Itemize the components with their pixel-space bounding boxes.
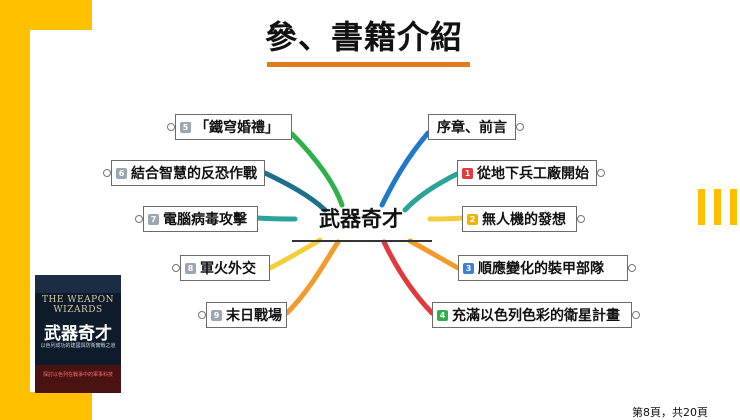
- branch-4: [381, 239, 435, 316]
- topic-node-preface: 序章、前言: [428, 114, 516, 140]
- collapse-dot[interactable]: [167, 123, 175, 131]
- collapse-dot[interactable]: [172, 264, 180, 272]
- collapse-dot[interactable]: [516, 123, 524, 131]
- badge-icon: 9: [211, 309, 222, 321]
- collapse-dot[interactable]: [103, 169, 111, 177]
- badge-icon: 5: [180, 121, 191, 133]
- topic-label: 「鐵穹婚禮」: [195, 120, 279, 136]
- branch-6: [262, 170, 328, 213]
- badge-icon: 1: [462, 167, 473, 179]
- collapse-dot[interactable]: [597, 169, 605, 177]
- right-accent-stripe: [698, 189, 705, 225]
- branch-8: [267, 237, 323, 271]
- topic-node-7: 7 電腦病毒攻擊: [143, 206, 258, 232]
- slide-title: 參、書籍介紹: [264, 18, 463, 56]
- topic-label: 結合智慧的反恐作戰: [131, 166, 257, 182]
- collapse-dot[interactable]: [198, 311, 206, 319]
- topic-node-4: 4 充滿以色列色彩的衛星計畫: [432, 302, 632, 328]
- topic-node-2: 2 無人機的發想: [462, 206, 577, 232]
- badge-icon: 6: [116, 167, 127, 179]
- topic-label: 軍火外交: [200, 261, 256, 277]
- topic-label: 充滿以色列色彩的衛星計畫: [452, 308, 620, 324]
- badge-icon: 7: [148, 213, 159, 225]
- collapse-dot[interactable]: [632, 311, 640, 319]
- badge-icon: 2: [467, 213, 478, 225]
- branch-1: [402, 171, 460, 213]
- topic-node-5: 5 「鐵穹婚禮」: [175, 114, 292, 140]
- branch-5: [289, 131, 345, 208]
- topic-node-9: 9 末日戰場: [206, 302, 287, 328]
- branch-2: [427, 215, 465, 222]
- book-red-text: 探討以色列在戰爭中的軍事科技: [42, 372, 113, 378]
- branch-7: [255, 215, 298, 222]
- badge-icon: 8: [185, 262, 196, 274]
- central-topic: 武器奇才: [319, 207, 403, 231]
- collapse-dot[interactable]: [628, 264, 636, 272]
- badge-icon: 4: [437, 309, 448, 321]
- title-underline: [267, 62, 470, 67]
- book-subtitle: 以色列成功的建國與防衛實戰之道: [40, 343, 116, 349]
- branch-9: [284, 239, 341, 316]
- badge-icon: 3: [463, 262, 474, 274]
- topic-label: 末日戰場: [226, 308, 282, 324]
- book-chinese-title: 武器奇才: [44, 324, 112, 344]
- book-english-title: THE WEAPON WIZARDS: [42, 295, 114, 315]
- topic-label: 序章、前言: [437, 120, 507, 136]
- right-accent-stripe: [714, 189, 721, 225]
- topic-label: 電腦病毒攻擊: [163, 212, 247, 228]
- topic-node-3: 3 順應變化的裝甲部隊: [458, 255, 628, 281]
- central-topic-underline: [292, 240, 432, 242]
- branch-3: [407, 238, 461, 271]
- right-accent-stripe: [730, 189, 737, 225]
- branch-preface: [379, 130, 431, 208]
- topic-label: 無人機的發想: [482, 212, 566, 228]
- book-cover-header: [35, 275, 121, 293]
- topic-node-8: 8 軍火外交: [180, 255, 270, 281]
- book-cover: THE WEAPON WIZARDS 武器奇才 以色列成功的建國與防衛實戰之道 …: [35, 275, 121, 393]
- collapse-dot[interactable]: [135, 215, 143, 223]
- topic-label: 順應變化的裝甲部隊: [478, 261, 604, 277]
- topic-node-6: 6 結合智慧的反恐作戰: [111, 160, 265, 186]
- topic-label: 從地下兵工廠開始: [477, 166, 589, 182]
- page-indicator: 第8頁，共20頁: [632, 406, 708, 419]
- topic-node-1: 1 從地下兵工廠開始: [457, 160, 597, 186]
- collapse-dot[interactable]: [577, 215, 585, 223]
- book-cover-footer: [35, 365, 121, 393]
